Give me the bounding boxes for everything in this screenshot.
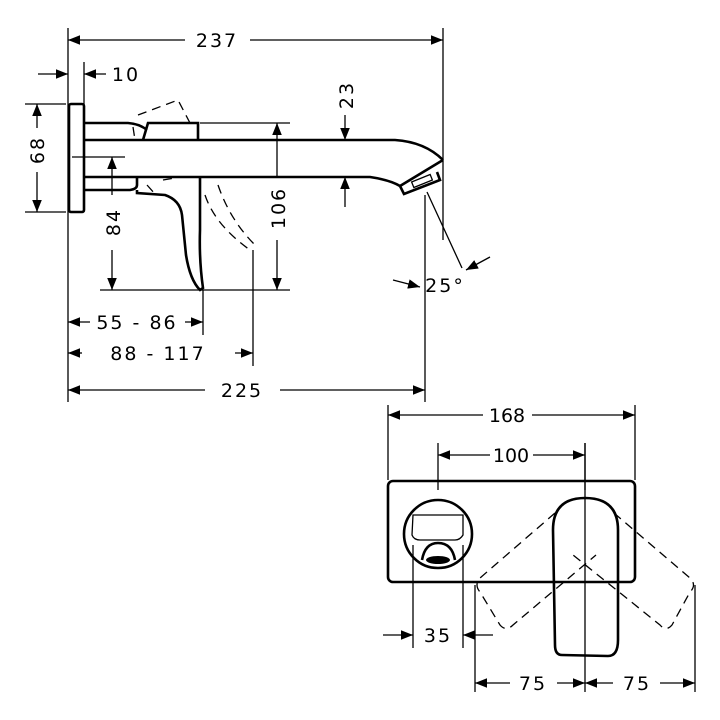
- handle-alt-right: [572, 512, 695, 630]
- spout-opening: [411, 514, 464, 541]
- dim-handle-swing-left: 75: [519, 673, 547, 695]
- spout-top: [84, 138, 444, 161]
- dim-spout-reach: 225: [221, 380, 263, 402]
- handle-alt-left: [476, 512, 597, 630]
- handle-alt-position: [132, 99, 191, 141]
- dim-outlet-diameter: 35: [424, 625, 452, 647]
- dim-overall-length: 237: [196, 30, 238, 52]
- spout-bottom: [84, 175, 401, 188]
- dim-plate-width: 168: [489, 405, 525, 427]
- side-view: 237 10 68 106 84: [25, 28, 491, 402]
- handle-lever: [84, 177, 205, 292]
- angle-arrow: [465, 256, 491, 271]
- aerator-holes: [426, 556, 450, 564]
- wall-plate: [67, 102, 86, 214]
- angle-arrow: [392, 279, 421, 289]
- dim-handle-swing: 88 - 117: [110, 343, 205, 365]
- dim-center-distance: 100: [493, 445, 529, 467]
- spout-outlet: [402, 498, 474, 570]
- dim-handle-reach: 55 - 86: [96, 312, 177, 334]
- dim-handle-height: 84: [103, 208, 125, 236]
- dim-wall-plate-height: 68: [27, 136, 49, 164]
- dim-aerator-angle: 25°: [425, 275, 465, 297]
- dim-spout-height: 23: [336, 81, 358, 109]
- mixer-body-top: [84, 121, 200, 141]
- dim-wall-plate-depth: 10: [112, 64, 140, 86]
- aerator-insert: [410, 173, 434, 189]
- wall-plate-front: [386, 479, 637, 584]
- handle-alt-position: [146, 177, 256, 251]
- dim-total-height: 106: [268, 187, 290, 229]
- front-view: 168 100 35 75 75: [383, 405, 696, 695]
- dim-handle-swing-right: 75: [623, 673, 651, 695]
- aerator: [398, 158, 444, 196]
- angle-line: [426, 191, 463, 269]
- aerator-front: [420, 541, 457, 561]
- handle-lever-front: [551, 496, 620, 658]
